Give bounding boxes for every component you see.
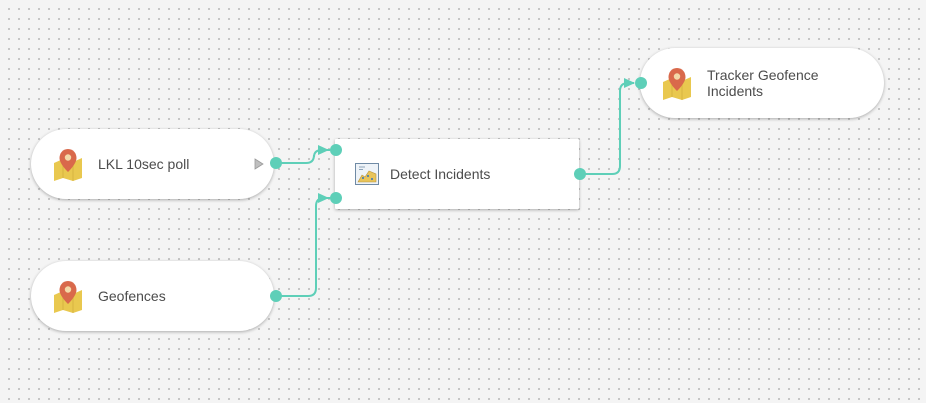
arrowhead-geofences-in xyxy=(318,193,329,203)
input-node-label: Geofences xyxy=(98,288,166,304)
geofence-processor-icon xyxy=(355,163,379,185)
play-icon[interactable] xyxy=(254,158,264,170)
map-pin-icon xyxy=(54,149,82,181)
input-node-label: LKL 10sec poll xyxy=(98,156,190,172)
output-node-label-line2: Incidents xyxy=(707,83,764,99)
input-node-geofences[interactable]: Geofences xyxy=(31,261,274,331)
arrowhead-output-in xyxy=(624,78,635,88)
output-node-tracker-geofence-incidents[interactable]: Tracker Geofence Incidents xyxy=(640,48,884,118)
processor-node-label: Detect Incidents xyxy=(390,166,491,182)
map-pin-icon xyxy=(663,68,691,100)
arrowhead-lkl-in xyxy=(318,145,329,155)
output-node-label: Tracker Geofence Incidents xyxy=(707,67,819,99)
wire-detect-to-output xyxy=(580,82,634,175)
wire-geofences-to-detect xyxy=(276,197,330,297)
output-node-label-line1: Tracker Geofence xyxy=(707,67,819,83)
wire-lkl-to-detect xyxy=(276,149,330,164)
processor-node-detect-incidents[interactable]: Detect Incidents xyxy=(335,139,579,209)
input-node-lkl-10sec-poll[interactable]: LKL 10sec poll xyxy=(31,129,274,199)
map-pin-icon xyxy=(54,281,82,313)
